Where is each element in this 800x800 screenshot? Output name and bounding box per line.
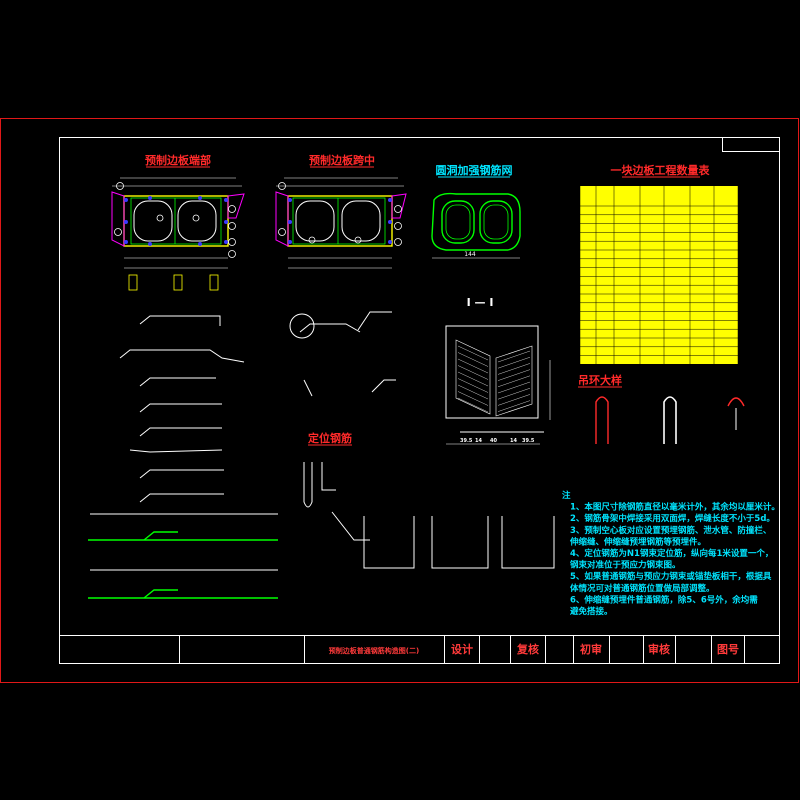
note-line: 4、定位钢筋为N1钢束定位筋，纵向每1米设置一个， — [570, 548, 773, 559]
note-line: 5、如果普通钢筋与预应力钢束或锚垫板相干，根据具 — [570, 571, 772, 582]
note-line: 避免搭接。 — [570, 606, 613, 617]
table-body — [580, 186, 738, 364]
view-mesh-title: 圆洞加强钢筋网 — [436, 163, 513, 177]
sec-dim-1: 39.5 — [460, 438, 473, 444]
tb-review: 复核 — [516, 642, 539, 656]
view-end-title: 预制边板端部 — [145, 153, 211, 167]
notes: 注1、本图尺寸除钢筋直径以毫米计外，其余均以厘米计。2、钢筋骨架中焊接采用双面焊… — [562, 490, 780, 617]
tb-drawing-no: 图号 — [717, 643, 739, 656]
table-title: 一块边板工程数量表 — [611, 163, 711, 177]
tb-approve: 审核 — [648, 642, 670, 656]
view-locate: 定位钢筋 — [303, 431, 555, 569]
note-line: 体情况可对普通钢筋位置做局部调整。 — [570, 583, 715, 594]
note-line: 2、钢筋骨架中焊接采用双面焊，焊缝长度不小于5d。 — [570, 513, 775, 524]
view-mesh: 圆洞加强钢筋网 144 — [431, 163, 521, 259]
view-mid-title: 预制边板跨中 — [309, 153, 375, 167]
note-line: 3、预制空心板对应设置预埋钢筋、泄水管、防撞栏、 — [570, 525, 771, 536]
sec-dim-4: 14 — [510, 438, 517, 444]
tb-design: 设计 — [451, 642, 473, 656]
sec-dim-3: 40 — [490, 438, 497, 444]
bar-details-left — [88, 311, 544, 599]
tb-check: 初审 — [580, 642, 602, 656]
outer-frame — [0, 118, 799, 683]
view-hook: 吊环大样 — [578, 373, 745, 444]
title-block: 预制边板普通钢筋构造图(二) 设计 复核 初审 审核 图号 — [59, 635, 780, 664]
locate-title: 定位钢筋 — [308, 431, 352, 445]
note-line: 伸缩缝、伸缩缝预埋钢筋等预埋件。 — [569, 536, 706, 547]
note-line: 6、伸缩缝预埋件普通钢筋，除5、6号外，余均需 — [570, 594, 758, 605]
sec-dim-5: 39.5 — [522, 438, 535, 444]
quantity-table: 一块边板工程数量表 — [579, 163, 739, 364]
view-mid: 预制边板跨中 — [275, 153, 407, 269]
inner-frame — [59, 137, 780, 664]
view-end: 预制边板端部 — [111, 153, 245, 291]
view-section: I — I 39.5 14 40 14 39.5 — [445, 296, 551, 445]
corner-box — [722, 137, 780, 152]
note-line: 1、本图尺寸除钢筋直径以毫米计外，其余均以厘米计。 — [570, 502, 780, 513]
hook-title: 吊环大样 — [578, 373, 622, 387]
title-block-title: 预制边板普通钢筋构造图(二) — [329, 646, 419, 655]
note-line: 注 — [562, 490, 571, 501]
sec-dim-2: 14 — [475, 438, 482, 444]
note-line: 钢束对准位于预应力钢束图。 — [570, 560, 681, 571]
mesh-dim: 144 — [464, 251, 476, 258]
section-title: I — I — [467, 296, 494, 309]
